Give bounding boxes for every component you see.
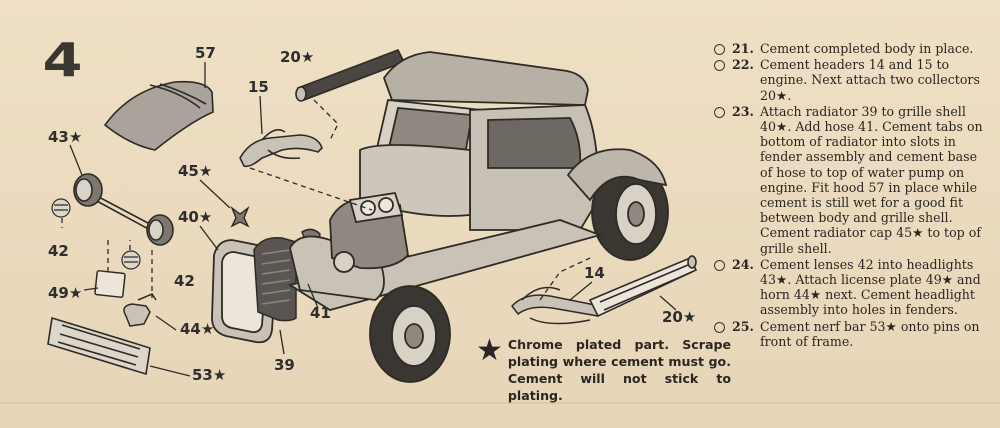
checkbox-circle-icon (714, 60, 725, 72)
checkbox-circle-icon (714, 259, 725, 271)
checkbox-circle-icon (714, 44, 725, 55)
label-part-57: 57 (195, 44, 216, 62)
step-text: Cement headers 14 and 15 to engine. Next… (760, 57, 980, 103)
checkbox-circle-icon (714, 106, 725, 118)
header-part-14 (511, 286, 601, 325)
label-part-42-left: 42 (48, 242, 69, 260)
label-part-49: 49★ (48, 284, 82, 302)
label-part-14: 14 (584, 264, 605, 282)
radiator-cap-part (230, 205, 250, 228)
step-text: Attach radiator 39 to grille shell 40★. … (760, 103, 983, 256)
label-part-39: 39 (274, 356, 295, 374)
label-part-41: 41 (310, 304, 331, 322)
label-part-43: 43★ (48, 128, 82, 146)
label-part-53: 53★ (192, 366, 226, 384)
collector-part-bottom (588, 255, 698, 318)
label-part-40: 40★ (178, 208, 212, 226)
instruction-steps: 21. Cement completed body in place. 22. … (712, 41, 990, 350)
lens-parts (51, 198, 141, 270)
note-text: Chrome plated part. Scrape plating where… (507, 337, 731, 403)
step-num: 25. (732, 318, 754, 334)
step-num: 23. (732, 103, 754, 119)
checkbox-circle-icon (714, 321, 725, 333)
step-text: Cement lenses 42 into headlights 43★. At… (760, 256, 981, 318)
label-part-20-top: 20★ (280, 48, 314, 66)
label-part-45: 45★ (178, 162, 212, 180)
label-part-20-bottom: 20★ (662, 308, 696, 326)
hood-part (103, 80, 214, 151)
step-num: 22. (732, 57, 754, 73)
nerf-bar-part (47, 316, 151, 376)
header-part-15 (239, 129, 323, 168)
step-21: 21. Cement completed body in place. (712, 41, 990, 56)
chrome-plating-note: ★ Chrome plated part. Scrape plating whe… (476, 336, 731, 404)
radiator-part (253, 237, 297, 322)
headlight-assembly (73, 173, 174, 246)
step-num: 24. (732, 256, 754, 272)
step-number: 4 (43, 34, 83, 87)
label-part-42-right: 42 (174, 272, 195, 290)
car-body (287, 51, 669, 383)
step-24: 24. Cement lenses 42 into headlights 43★… (712, 257, 990, 318)
label-part-44: 44★ (180, 320, 214, 338)
star-icon: ★ (476, 333, 503, 368)
step-23: 23. Attach radiator 39 to grille shell 4… (712, 104, 990, 256)
guide-lines (61, 99, 591, 301)
leader-lines (69, 62, 677, 377)
step-text: Cement completed body in place. (760, 41, 974, 56)
horn-part (123, 293, 157, 327)
step-22: 22. Cement headers 14 and 15 to engine. … (712, 57, 990, 103)
step-num: 21. (732, 41, 754, 56)
step-text: Cement nerf bar 53★ onto pins on front o… (760, 318, 980, 349)
label-part-15: 15 (248, 78, 269, 96)
license-plate-part (94, 270, 126, 298)
step-25: 25. Cement nerf bar 53★ onto pins on fro… (712, 319, 990, 349)
paper-fold (0, 402, 1000, 404)
